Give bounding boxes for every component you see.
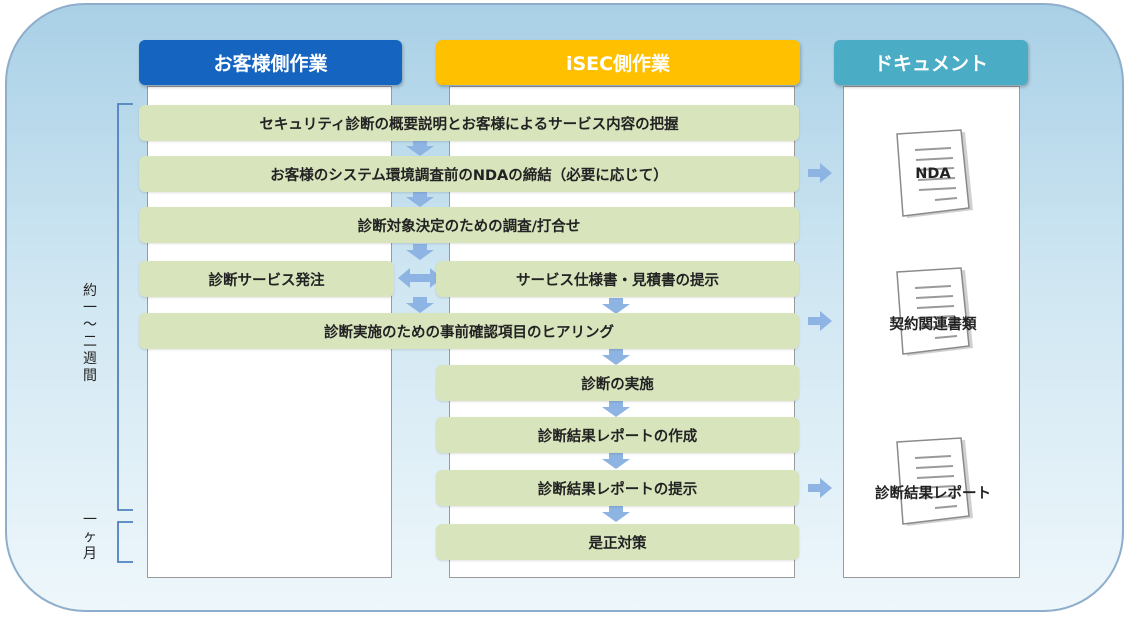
period-char: 一 xyxy=(83,512,97,528)
period-char: ～ xyxy=(83,317,97,333)
customer-header: お客様側作業 xyxy=(139,40,402,85)
down-arrow xyxy=(602,349,630,365)
right-arrow xyxy=(808,311,832,331)
step-report-creation: 診断結果レポートの作成 xyxy=(436,417,799,453)
step-hearing: 診断実施のための事前確認項目のヒアリング xyxy=(139,313,799,349)
step-spec-estimate: サービス仕様書・見積書の提示 xyxy=(436,261,799,297)
down-arrow xyxy=(406,191,434,207)
contract-document-icon xyxy=(896,267,974,357)
period-bracket-1 xyxy=(117,103,133,511)
isec-header: iSEC側作業 xyxy=(436,40,800,85)
step-report-presentation: 診断結果レポートの提示 xyxy=(436,470,799,506)
double-arrow xyxy=(398,268,442,288)
down-arrow xyxy=(602,506,630,522)
step-remediation: 是正対策 xyxy=(436,524,799,560)
period-char: 二 xyxy=(83,334,97,350)
down-arrow xyxy=(406,244,434,260)
doc-report-label: 診断結果レポート xyxy=(875,486,991,502)
right-arrow xyxy=(808,163,832,183)
doc-contract-label: 契約関連書類 xyxy=(889,317,977,333)
period-char: 間 xyxy=(83,368,97,384)
down-arrow xyxy=(602,298,630,314)
period-label-1: 約 一 ～ 二 週 間 xyxy=(80,283,100,385)
step-order: 診断サービス発注 xyxy=(139,261,394,297)
period-bracket-2 xyxy=(117,521,133,563)
period-char: 月 xyxy=(83,546,97,562)
step-overview: セキュリティ診断の概要説明とお客様によるサービス内容の把握 xyxy=(139,105,799,141)
period-char: 約 xyxy=(83,283,97,299)
doc-nda-label: NDA xyxy=(915,166,951,182)
step-execution: 診断の実施 xyxy=(436,365,799,401)
down-arrow xyxy=(406,140,434,156)
period-label-2: 一 ヶ 月 xyxy=(80,512,100,563)
documents-header: ドキュメント xyxy=(834,40,1028,85)
period-char: 一 xyxy=(83,300,97,316)
period-char: 週 xyxy=(83,351,97,367)
down-arrow xyxy=(602,401,630,417)
down-arrow xyxy=(406,297,434,313)
step-nda: お客様のシステム環境調査前のNDAの締結（必要に応じて） xyxy=(139,156,799,192)
right-arrow xyxy=(808,478,832,498)
step-survey: 診断対象決定のための調査/打合せ xyxy=(139,207,799,243)
period-char: ヶ xyxy=(83,529,97,545)
down-arrow xyxy=(602,453,630,469)
